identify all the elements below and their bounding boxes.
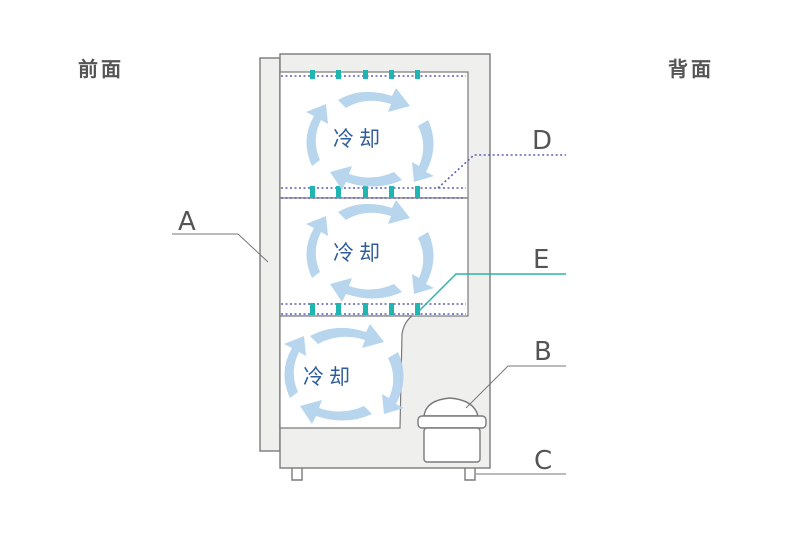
airflow-arrow-icon: [284, 336, 306, 398]
nozzles-middle: [310, 186, 420, 198]
front-label: 前面: [78, 57, 124, 81]
zone-label-bottom: 冷却: [303, 365, 355, 389]
nozzles-bottom: [310, 303, 420, 315]
nozzle: [389, 303, 394, 315]
nozzle: [415, 303, 420, 315]
leader-e: [417, 273, 566, 313]
nozzle: [363, 186, 368, 198]
compressor-body: [423, 427, 481, 463]
zone-label-top: 冷却: [333, 127, 385, 151]
nozzle: [336, 70, 341, 79]
compressor-dome: [423, 397, 479, 417]
zone-label-middle: 冷却: [333, 241, 385, 265]
compressor: [417, 397, 487, 463]
nozzle: [363, 70, 368, 79]
nozzle: [310, 186, 315, 198]
airflow-arrow-icon: [330, 166, 402, 190]
rear-foot: [464, 468, 476, 481]
nozzles-top: [310, 70, 420, 79]
airflow-arrow-icon: [300, 400, 372, 424]
callout-c: C: [534, 446, 552, 476]
airflow-arrow-icon: [382, 352, 404, 414]
airflow-swirl-middle: [306, 200, 434, 302]
compressor-band: [417, 415, 487, 429]
airflow-arrow-icon: [412, 232, 434, 294]
airflow-arrow-icon: [306, 216, 328, 278]
airflow-arrow-icon: [330, 278, 402, 302]
airflow-arrow-icon: [338, 88, 410, 112]
nozzle: [336, 303, 341, 315]
callout-e: E: [533, 245, 549, 275]
nozzle: [389, 70, 394, 79]
airflow-arrow-icon: [310, 324, 384, 348]
compartment-bottom: [279, 315, 414, 429]
back-label: 背面: [668, 57, 714, 81]
nozzle: [363, 303, 368, 315]
nozzle: [310, 70, 315, 79]
airflow-arrow-icon: [338, 200, 410, 224]
nozzle: [310, 303, 315, 315]
callout-a: A: [178, 207, 196, 237]
airflow-swirl-top: [306, 88, 434, 190]
leader-a: [172, 233, 269, 263]
airflow-arrow-icon: [412, 120, 434, 182]
callout-d: D: [532, 126, 552, 156]
callout-b: B: [534, 337, 552, 367]
airflow-arrow-icon: [306, 104, 328, 166]
nozzle: [415, 70, 420, 79]
door-panel: [259, 57, 281, 452]
nozzle: [389, 186, 394, 198]
airflow-swirl-bottom: [284, 324, 404, 424]
nozzle: [336, 186, 341, 198]
front-foot: [291, 468, 303, 481]
nozzle: [415, 186, 420, 198]
leader-b: [465, 365, 566, 409]
